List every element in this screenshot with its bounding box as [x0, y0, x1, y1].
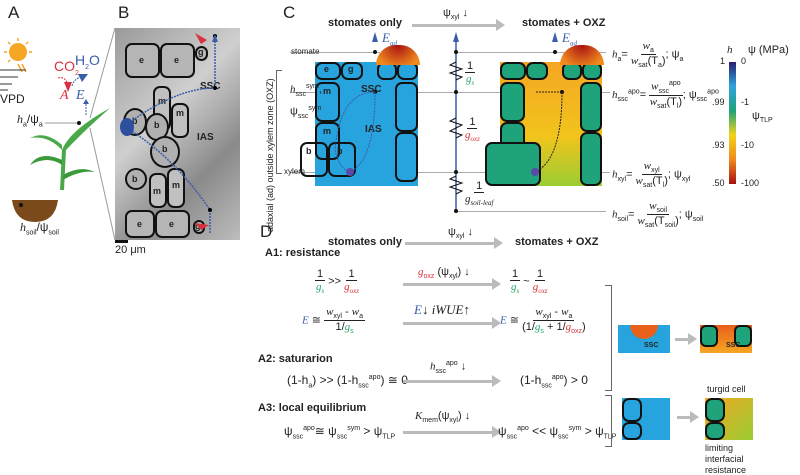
a2-arrow-label: hsscapo ↓: [430, 360, 467, 375]
scale-label: 20 μm: [115, 244, 146, 256]
a1-heading: A1: resistance: [265, 247, 341, 259]
inset-stomate-oxz: SSC: [700, 325, 752, 353]
cb-h-tick: .50: [712, 178, 725, 188]
scale-bar: [115, 240, 128, 243]
ias-label: IAS: [197, 132, 214, 143]
a3-arrow: [403, 426, 501, 438]
co2-label: CO2: [54, 58, 79, 77]
inset-stomate-only: SSC: [618, 325, 670, 353]
colorbar-h-label: h: [727, 44, 733, 56]
ha-psia-label: ha/ψa: [17, 112, 43, 129]
symplast-label: hsscsym,ψsscsym: [290, 83, 322, 120]
panel-label-a: A: [8, 3, 20, 22]
cb-psi-tick: -10: [741, 140, 755, 150]
ssc-label: SSC: [200, 81, 221, 92]
inset-cells-disequilibrium: [705, 398, 753, 440]
oxz-bracket: [276, 70, 282, 174]
a3-left-eq: ψsscapo≅ ψsscsym > ψTLP: [284, 424, 396, 441]
e-ad-right: Ead: [562, 30, 577, 48]
cb-psi-tick: -1: [741, 97, 750, 107]
panel-label-c: C: [283, 3, 296, 22]
psi-tlp-label: ψTLP: [752, 110, 773, 125]
cb-h-tick: 1: [720, 56, 726, 66]
inset-arrow-1: [675, 333, 697, 345]
e-ad-left: Ead: [382, 30, 397, 48]
transpiration-label: E: [76, 88, 85, 103]
plant-illustration: [0, 27, 115, 240]
inset-arrow-2: [677, 411, 699, 423]
a1-arrow-2-label: E↓ iWUE↑: [414, 302, 470, 317]
a3-arrow-label: Kmem(ψxyl) ↓: [415, 410, 471, 425]
c-left-title: stomates only: [328, 17, 402, 29]
circuit-and-arrows: [334, 32, 564, 213]
c-top-arrow: [412, 19, 505, 31]
inset-bracket-1: [605, 285, 612, 391]
sem-micrograph: e e g m m b b b b m m e e g SSC IAS: [115, 28, 240, 240]
a2-right-eq: (1-hsscapo) > 0: [520, 373, 588, 390]
hsoil-psisoil-label: hsoil/ψsoil: [20, 220, 59, 237]
inset-bracket-2: [605, 395, 612, 447]
cb-psi-tick: -100: [741, 178, 760, 188]
cb-h-tick: .99: [712, 97, 725, 107]
xylem-label: xylem: [284, 167, 305, 176]
d-right-title: stomates + OXZ: [515, 236, 599, 248]
stomate-label: stomate: [291, 47, 320, 56]
a1-arrow-1-label: goxz (ψxyl) ↓: [418, 266, 470, 281]
oxz-zone-label: adaxial (ad) outside xylem zone (OXZ): [265, 78, 275, 232]
c-right-title: stomates + OXZ: [522, 17, 606, 29]
leaf-section-stomates-only: e g m m b b SSC IAS: [300, 62, 418, 186]
a1-arrow-1: [403, 278, 501, 290]
a2-heading: A2: saturarion: [258, 353, 333, 365]
e-right-eq: E ≅ wxyl - wa(1/gs + 1/goxz): [500, 306, 586, 336]
d-left-title: stomates only: [328, 236, 402, 248]
limiting-resistance-label: limiting interfacial resistance: [705, 443, 747, 475]
a2-left-eq: (1-ha) >> (1-hsscapo) ≅ 0: [287, 373, 408, 390]
leaf-section-stomates-oxz: [485, 62, 602, 186]
vpd-label: VPD: [0, 92, 25, 106]
wind-arrows: [0, 69, 26, 91]
cb-psi-tick: 0: [741, 56, 747, 66]
assimilation-label: A: [60, 88, 69, 103]
panel-label-d: D: [260, 222, 273, 241]
a1-arrow-2: [403, 317, 501, 329]
sun-icon: [4, 38, 32, 73]
a3-right-eq: ψsscapo << ψsscsym > ψTLP: [498, 424, 617, 441]
cb-h-tick: .93: [712, 140, 725, 150]
a3-heading: A3: local equilibrium: [258, 402, 367, 414]
c-psi-xyl: ψxyl ↓: [443, 7, 468, 22]
panel-label-b: B: [118, 3, 130, 22]
stomate-plume-right: [560, 45, 604, 65]
inset-cells-equilibrium: [622, 398, 670, 440]
stomate-plume-left: [376, 45, 420, 65]
d-top-arrow: [405, 237, 503, 249]
a2-arrow: [403, 375, 501, 387]
h2o-label: H2O: [75, 52, 100, 71]
d-psi-xyl: ψxyl ↓: [448, 226, 473, 241]
colorbar-psi-label: ψ (MPa): [748, 44, 789, 56]
turgid-cell-label: turgid cell: [707, 384, 746, 394]
colorbar: [729, 62, 736, 184]
